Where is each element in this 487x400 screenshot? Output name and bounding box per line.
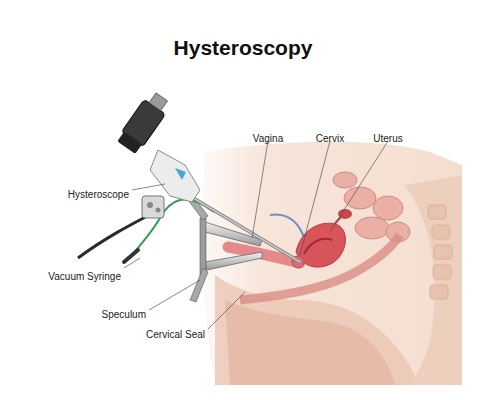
label-slot: Cervical Seal (146, 324, 205, 342)
part-label: Uterus (373, 133, 402, 144)
hysteroscope (116, 89, 300, 262)
label-slot: Vacuum Syringe (48, 266, 121, 284)
label-slot: Uterus (373, 128, 402, 146)
label-slot: Vagina (253, 128, 283, 146)
intestines (333, 172, 410, 242)
part-label: Hysteroscope (68, 189, 129, 200)
part-label: Cervical Seal (146, 329, 205, 340)
leader-lines (124, 141, 388, 329)
label-slot: Hysteroscope (68, 184, 129, 202)
body-section (202, 142, 462, 385)
part-label: Speculum (102, 309, 146, 320)
title-slot: Hysteroscopy (174, 36, 313, 60)
vessel (270, 215, 305, 240)
camera-cable (78, 212, 155, 258)
part-label: Vacuum Syringe (48, 271, 121, 282)
label-slot: Cervix (316, 128, 344, 146)
diagram-title: Hysteroscopy (174, 36, 313, 59)
part-label: Vagina (253, 133, 283, 144)
label-slot: Speculum (102, 304, 146, 322)
speculum (188, 196, 262, 302)
part-label: Cervix (316, 133, 344, 144)
